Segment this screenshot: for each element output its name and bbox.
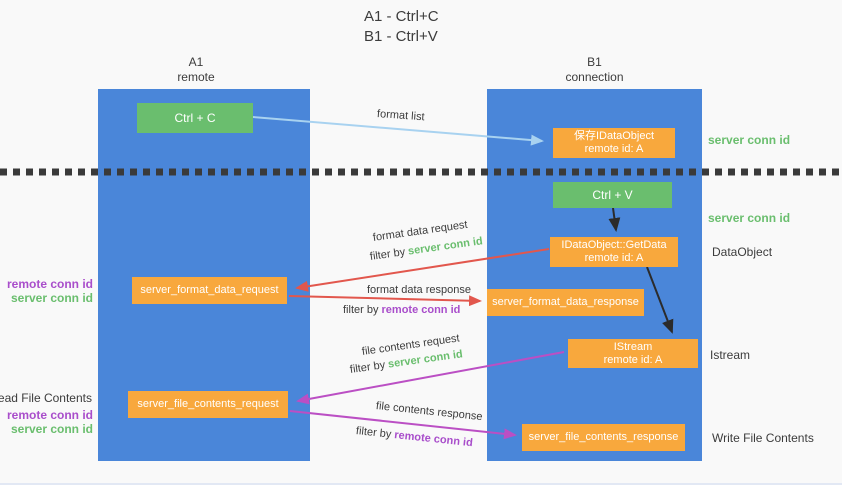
remote-conn-id-text: remote conn id	[381, 304, 461, 316]
diagram-title: A1 - Ctrl+C B1 - Ctrl+V	[364, 7, 439, 47]
node-istream-line2: remote id: A	[603, 353, 663, 366]
label-left-format-remote-conn-id: remote conn id	[6, 277, 93, 291]
node-ctrl-v-label: Ctrl + V	[592, 188, 633, 202]
label-server-conn-id-mid: server conn id	[708, 211, 791, 225]
title-line-2: B1 - Ctrl+V	[364, 28, 438, 45]
node-server-file-contents-request: server_file_contents_request	[128, 391, 288, 418]
node-ctrl-c-label: Ctrl + C	[174, 111, 216, 125]
server-conn-id-text: server conn id	[407, 235, 484, 258]
label-left-format-ids: remote conn id server conn id	[7, 277, 93, 305]
column-b-id: B1	[587, 55, 602, 69]
node-save-idataobject-line2: remote id: A	[584, 143, 644, 155]
label-istream: Istream	[710, 348, 751, 362]
node-getdata-line2: remote id: A	[584, 252, 644, 264]
filter-by-text: filter by	[369, 245, 409, 263]
label-filter-by-remote-conn-id-2: filter by remote conn id	[355, 425, 473, 449]
label-left-format-server-conn-id: server conn id	[10, 291, 93, 305]
node-format-request-label: server_format_data_request	[140, 284, 279, 296]
node-ctrl-c: Ctrl + C	[137, 103, 253, 133]
remote-conn-id-text: remote conn id	[393, 429, 474, 450]
column-a-header: A1 remote	[88, 55, 304, 85]
column-b-subtitle: connection	[565, 70, 624, 84]
node-server-format-data-response: server_format_data_response	[487, 289, 644, 316]
node-istream-line1: IStream	[613, 340, 653, 353]
label-dataobject: DataObject	[712, 245, 773, 259]
label-write-file-contents: Write File Contents	[712, 431, 814, 445]
filter-by-text: filter by	[355, 425, 395, 441]
label-left-file-server-conn-id: server conn id	[10, 422, 93, 436]
node-istream: IStream remote id: A	[568, 339, 698, 368]
node-file-request-label: server_file_contents_request	[137, 398, 279, 410]
node-format-response-label: server_format_data_response	[492, 296, 639, 308]
node-save-idataobject: 保存IDataObject remote id: A	[553, 128, 675, 158]
title-line-1: A1 - Ctrl+C	[364, 8, 439, 25]
node-getdata-line1: IDataObject::GetData	[561, 239, 667, 251]
node-save-idataobject-line1: 保存IDataObject	[573, 130, 655, 142]
label-filter-by-remote-conn-id-1: filter by remote conn id	[343, 304, 460, 316]
label-file-contents-response: file contents response	[375, 400, 484, 424]
node-idataobject-getdata: IDataObject::GetData remote id: A	[550, 237, 678, 267]
node-ctrl-v: Ctrl + V	[553, 182, 672, 208]
filter-by-text: filter by	[349, 358, 389, 376]
label-left-file-ids: remote conn id server conn id	[7, 408, 93, 436]
label-server-conn-id-top: server conn id	[708, 133, 791, 147]
column-a-id: A1	[188, 55, 204, 69]
label-format-list: format list	[376, 108, 425, 124]
filter-by-text: filter by	[343, 304, 382, 316]
label-format-data-response: format data response	[367, 284, 471, 296]
label-read-file-contents: Read File Contents	[0, 391, 92, 405]
column-b-header: B1 connection	[487, 55, 702, 85]
node-server-file-contents-response: server_file_contents_response	[522, 424, 685, 451]
label-left-file-remote-conn-id: remote conn id	[6, 408, 93, 422]
column-a-subtitle: remote	[177, 70, 215, 84]
arrow-format-data-response	[288, 295, 482, 307]
node-file-response-label: server_file_contents_response	[528, 431, 679, 443]
node-server-format-data-request: server_format_data_request	[132, 277, 287, 304]
